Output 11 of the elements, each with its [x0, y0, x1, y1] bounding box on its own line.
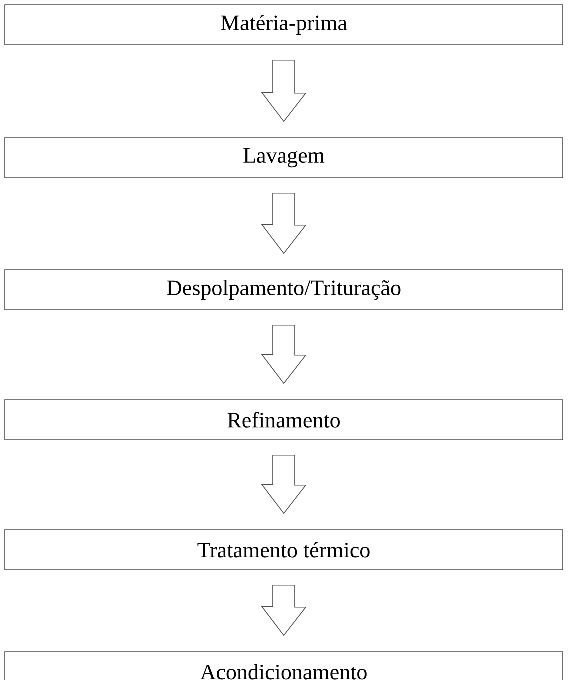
block-arrow	[261, 193, 307, 254]
process-box: Matéria-prima	[4, 4, 564, 46]
process-box: Refinamento	[4, 400, 564, 440]
process-box: Lavagem	[4, 138, 564, 178]
block-arrow	[261, 585, 307, 636]
process-box: Acondicionamento	[4, 652, 564, 680]
process-box: Tratamento térmico	[4, 530, 564, 570]
block-arrow	[261, 455, 307, 514]
block-arrow	[261, 60, 307, 122]
process-box: Despolpamento/Trituração	[4, 270, 564, 310]
block-arrow	[261, 325, 307, 384]
